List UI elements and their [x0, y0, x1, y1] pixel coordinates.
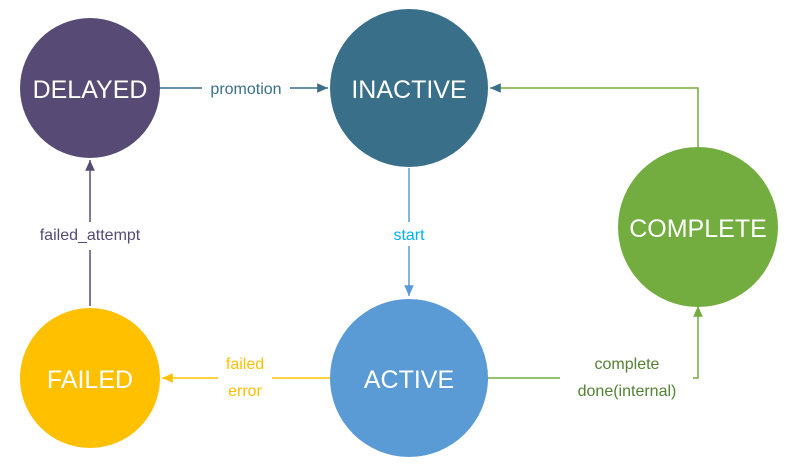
node-label-delayed: DELAYED — [33, 76, 148, 104]
edge-label-failed-attempt: failed_attempt — [40, 227, 141, 244]
node-active: ACTIVE — [330, 299, 488, 457]
node-label-failed: FAILED — [47, 366, 133, 394]
node-label-complete: COMPLETE — [629, 215, 767, 243]
edge-label-error: error — [228, 383, 262, 400]
edge-label-promotion: promotion — [210, 81, 281, 98]
edge-label-complete: complete — [595, 356, 660, 373]
node-complete: COMPLETE — [618, 147, 778, 307]
edge-complete-return — [490, 83, 699, 150]
edge-complete-up — [693, 306, 703, 379]
node-delayed: DELAYED — [20, 18, 160, 158]
node-inactive: INACTIVE — [330, 9, 488, 167]
edge-label-start: start — [393, 227, 425, 244]
node-label-inactive: INACTIVE — [351, 76, 466, 104]
node-failed: FAILED — [20, 308, 160, 448]
edge-label-failed: failed — [226, 356, 264, 373]
node-label-active: ACTIVE — [364, 366, 454, 394]
edge-label-done-internal: done(internal) — [578, 383, 677, 400]
